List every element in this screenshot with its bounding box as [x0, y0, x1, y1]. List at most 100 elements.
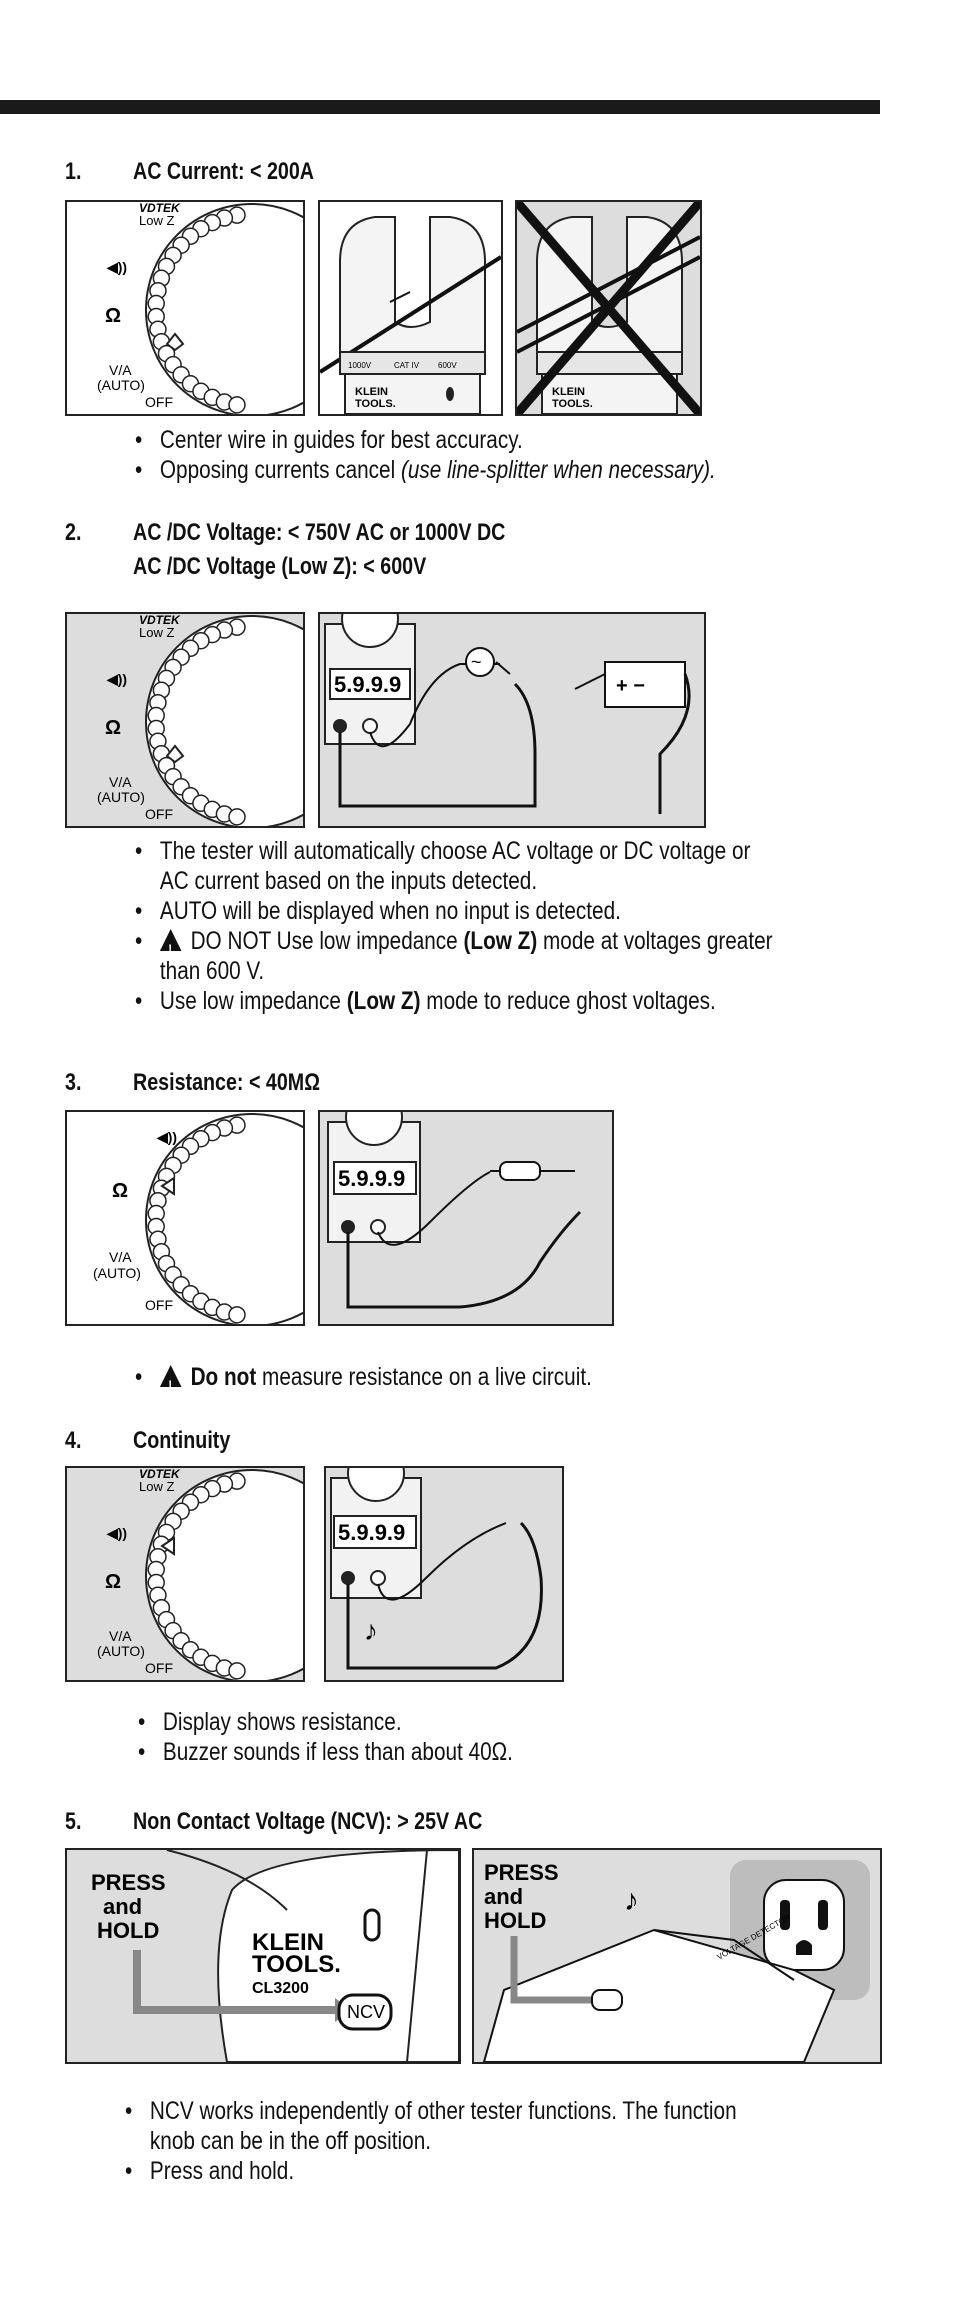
- battery-icon: [604, 661, 686, 708]
- dial-va-label: V/A: [109, 362, 132, 378]
- list-item: Opposing currents cancel (use line-split…: [135, 455, 716, 485]
- svg-text:~: ~: [471, 652, 482, 672]
- list-item: Buzzer sounds if less than about 40Ω.: [138, 1737, 513, 1767]
- dial-auto-label: (AUTO): [97, 377, 145, 393]
- svg-text:5.9.9.9: 5.9.9.9: [338, 1166, 405, 1191]
- header-rule: [0, 100, 880, 114]
- list-item: DO NOT Use low impedance (Low Z) mode at…: [135, 926, 773, 986]
- resistance-test-figure: 5.9.9.9: [318, 1110, 614, 1326]
- section-2-bullets: The tester will automatically choose AC …: [135, 836, 773, 1016]
- list-item: NCV works independently of other tester …: [125, 2096, 737, 2156]
- dial-vdtek-label: VDTEK: [139, 202, 181, 215]
- svg-text:HOLD: HOLD: [97, 1918, 159, 1943]
- buzzer-note-icon: ♪: [364, 1615, 378, 1646]
- list-item: The tester will automatically choose AC …: [135, 836, 773, 896]
- section-title: Continuity: [133, 1427, 231, 1454]
- continuity-test-figure: 5.9.9.9 ♪: [324, 1466, 564, 1682]
- section-number: 5.: [65, 1808, 82, 1835]
- ncv-outlet-figure: PRESS and HOLD ♪ VOLTAGE DETECTOR: [472, 1848, 882, 2064]
- svg-text:V/A: V/A: [109, 1628, 132, 1644]
- svg-text:(AUTO): (AUTO): [97, 1643, 145, 1659]
- list-item: Display shows resistance.: [138, 1707, 513, 1737]
- svg-text:TOOLS.: TOOLS.: [252, 1951, 341, 1978]
- continuity-icon: ◀)): [106, 259, 127, 275]
- svg-text:Ω: Ω: [105, 1571, 121, 1593]
- section-number: 3.: [65, 1069, 82, 1096]
- section-3-bullets: Do not measure resistance on a live circ…: [135, 1362, 592, 1400]
- svg-text:600V: 600V: [438, 361, 457, 370]
- svg-text:TOOLS.: TOOLS.: [355, 398, 396, 410]
- section-title: AC /DC Voltage: < 750V AC or 1000V DC: [133, 519, 506, 546]
- svg-text:+ −: + −: [616, 675, 645, 697]
- lcd-display: 5.9.9.9: [334, 672, 401, 697]
- svg-text:Ω: Ω: [105, 717, 121, 739]
- svg-text:CAT IV: CAT IV: [394, 361, 420, 370]
- opposing-currents-figure: KLEIN TOOLS.: [515, 200, 702, 416]
- list-item: AUTO will be displayed when no input is …: [135, 896, 773, 926]
- svg-text:◀)): ◀)): [156, 1129, 177, 1145]
- svg-text:OFF: OFF: [145, 1660, 173, 1676]
- list-item: Press and hold.: [125, 2156, 737, 2186]
- dial-figure: VDTEK Low Z ◀)) Ω V/A (AUTO) OFF: [65, 1466, 305, 1682]
- list-item: Center wire in guides for best accuracy.: [135, 425, 716, 455]
- svg-text:Low Z: Low Z: [139, 625, 174, 640]
- dial-figure: ◀)) Ω V/A (AUTO) OFF: [65, 1110, 305, 1326]
- svg-text:5.9.9.9: 5.9.9.9: [338, 1520, 405, 1545]
- warning-icon: [159, 1365, 182, 1400]
- svg-text:HOLD: HOLD: [484, 1908, 546, 1933]
- dial-lowz-label: Low Z: [139, 213, 174, 228]
- svg-text:CL3200: CL3200: [252, 1980, 309, 1997]
- svg-text:NCV: NCV: [347, 2002, 385, 2022]
- section-number: 2.: [65, 519, 82, 546]
- ncv-light-icon: [363, 1908, 381, 1942]
- dial-grip-notch: [228, 1662, 246, 1680]
- dial-pointer-icon: [165, 332, 185, 352]
- svg-text:OFF: OFF: [145, 1297, 173, 1313]
- svg-text:and: and: [484, 1884, 523, 1909]
- section-subtitle: AC /DC Voltage (Low Z): < 600V: [133, 553, 427, 580]
- section-number: 1.: [65, 158, 82, 185]
- ncv-button-figure: PRESS and HOLD KLEIN TOOLS. CL3200 NCV: [65, 1848, 461, 2064]
- svg-text:◀)): ◀)): [106, 1525, 127, 1541]
- resistor-icon: [499, 1161, 541, 1181]
- section-title: AC Current: < 200A: [133, 158, 315, 185]
- svg-text:TOOLS.: TOOLS.: [552, 398, 593, 410]
- dial-ohm-label: Ω: [105, 305, 121, 327]
- voltage-test-figure: 5.9.9.9 ~ + −: [318, 612, 706, 828]
- warning-icon: [159, 929, 182, 964]
- svg-text:and: and: [103, 1894, 142, 1919]
- section-5-bullets: NCV works independently of other tester …: [125, 2096, 737, 2186]
- svg-text:(AUTO): (AUTO): [97, 789, 145, 805]
- list-item: Do not measure resistance on a live circ…: [135, 1362, 592, 1400]
- list-item: Use low impedance (Low Z) mode to reduce…: [135, 986, 773, 1016]
- svg-text:VDTEK: VDTEK: [139, 1468, 181, 1481]
- svg-text:◀)): ◀)): [106, 671, 127, 687]
- clamp-jaw-figure: 1000V CAT IV 600V KLEIN TOOLS.: [318, 200, 503, 416]
- ac-source-icon: [465, 647, 495, 677]
- section-4-bullets: Display shows resistance. Buzzer sounds …: [138, 1707, 513, 1767]
- svg-text:Ω: Ω: [112, 1180, 128, 1202]
- svg-text:VDTEK: VDTEK: [139, 614, 181, 627]
- svg-text:V/A: V/A: [109, 1249, 132, 1265]
- dial-figure: VDTEK Low Z ◀)) Ω V/A (AUTO) OFF: [65, 200, 305, 416]
- dial-grip-notch: [228, 808, 246, 826]
- svg-text:V/A: V/A: [109, 774, 132, 790]
- dial-grip-notch: [228, 1306, 246, 1324]
- brand-logo: KLEIN: [355, 386, 388, 398]
- section-title: Non Contact Voltage (NCV): > 25V AC: [133, 1808, 483, 1835]
- svg-text:KLEIN: KLEIN: [552, 386, 585, 398]
- dial-off-label: OFF: [145, 394, 173, 410]
- svg-text:PRESS: PRESS: [484, 1860, 559, 1885]
- svg-text:(AUTO): (AUTO): [93, 1265, 141, 1281]
- svg-text:Low Z: Low Z: [139, 1479, 174, 1494]
- section-1-bullets: Center wire in guides for best accuracy.…: [135, 425, 716, 485]
- section-number: 4.: [65, 1427, 82, 1454]
- press-label: PRESS: [91, 1870, 166, 1895]
- brand-logo: KLEIN: [252, 1929, 324, 1956]
- section-title: Resistance: < 40MΩ: [133, 1069, 320, 1096]
- ncv-button[interactable]: [337, 1993, 393, 2031]
- dial-grip-notch: [228, 396, 246, 414]
- dial-figure: VDTEK Low Z ◀)) Ω V/A (AUTO) OFF: [65, 612, 305, 828]
- svg-text:OFF: OFF: [145, 806, 173, 822]
- svg-text:1000V: 1000V: [348, 361, 372, 370]
